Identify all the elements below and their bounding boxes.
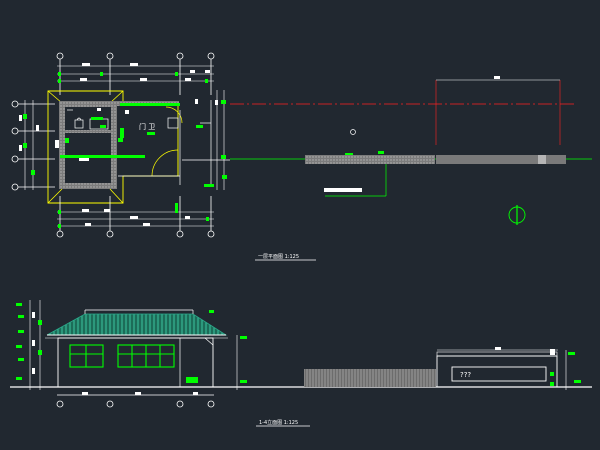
pier-dimension-label <box>550 349 555 355</box>
pier-dimension-ticks <box>550 352 581 386</box>
sign-panel <box>451 366 547 382</box>
window <box>117 344 175 368</box>
leader-label <box>324 188 362 192</box>
roof <box>46 313 228 336</box>
right-dimension-ticks <box>221 100 227 179</box>
white-annotations <box>55 99 218 161</box>
elevation-left-dimensions <box>29 300 41 390</box>
interior-fixtures <box>67 100 230 186</box>
top-dimension-labels <box>80 63 210 81</box>
fence-elevation <box>304 369 436 387</box>
gate-dimension-label <box>494 76 500 79</box>
grid-node-icon <box>350 129 356 135</box>
elevation: ??? 1-4立面图 1:125 <box>10 300 592 427</box>
sign-text: ??? <box>460 371 471 379</box>
elevation-left-ticks <box>16 303 42 380</box>
gate-post <box>538 155 546 164</box>
window <box>69 344 104 368</box>
left-dimension-ticks <box>23 114 35 175</box>
bottom-dimension-labels <box>82 209 190 226</box>
room-label: 门 卫 <box>139 122 155 131</box>
left-axis-markers <box>11 100 55 191</box>
door <box>186 377 198 383</box>
bottom-dimension-ticks <box>58 203 209 228</box>
floor-plan: 门 卫 <box>11 52 592 261</box>
elevation-right-ticks <box>209 310 247 383</box>
elevation-axis-labels <box>82 392 198 395</box>
right-dimension-lines <box>216 90 225 190</box>
top-dimension-ticks <box>58 72 208 83</box>
fence-plan <box>305 155 435 164</box>
building-facade <box>57 337 214 388</box>
green-annotations <box>60 103 554 187</box>
gate-plan <box>436 155 566 164</box>
elevation-caption: 1-4立面图 1:125 <box>259 419 298 426</box>
top-axis-markers <box>56 52 215 95</box>
left-dimension-labels <box>19 115 39 151</box>
plan-caption: 一层平面图 1:125 <box>258 254 299 260</box>
gate-pier-cap <box>436 351 558 357</box>
elevation-axis-markers <box>56 394 215 408</box>
pier-dimension-label <box>495 347 501 350</box>
gate-pier <box>436 355 558 388</box>
north-arrow-icon <box>508 205 526 225</box>
elevation-left-labels <box>32 312 35 374</box>
